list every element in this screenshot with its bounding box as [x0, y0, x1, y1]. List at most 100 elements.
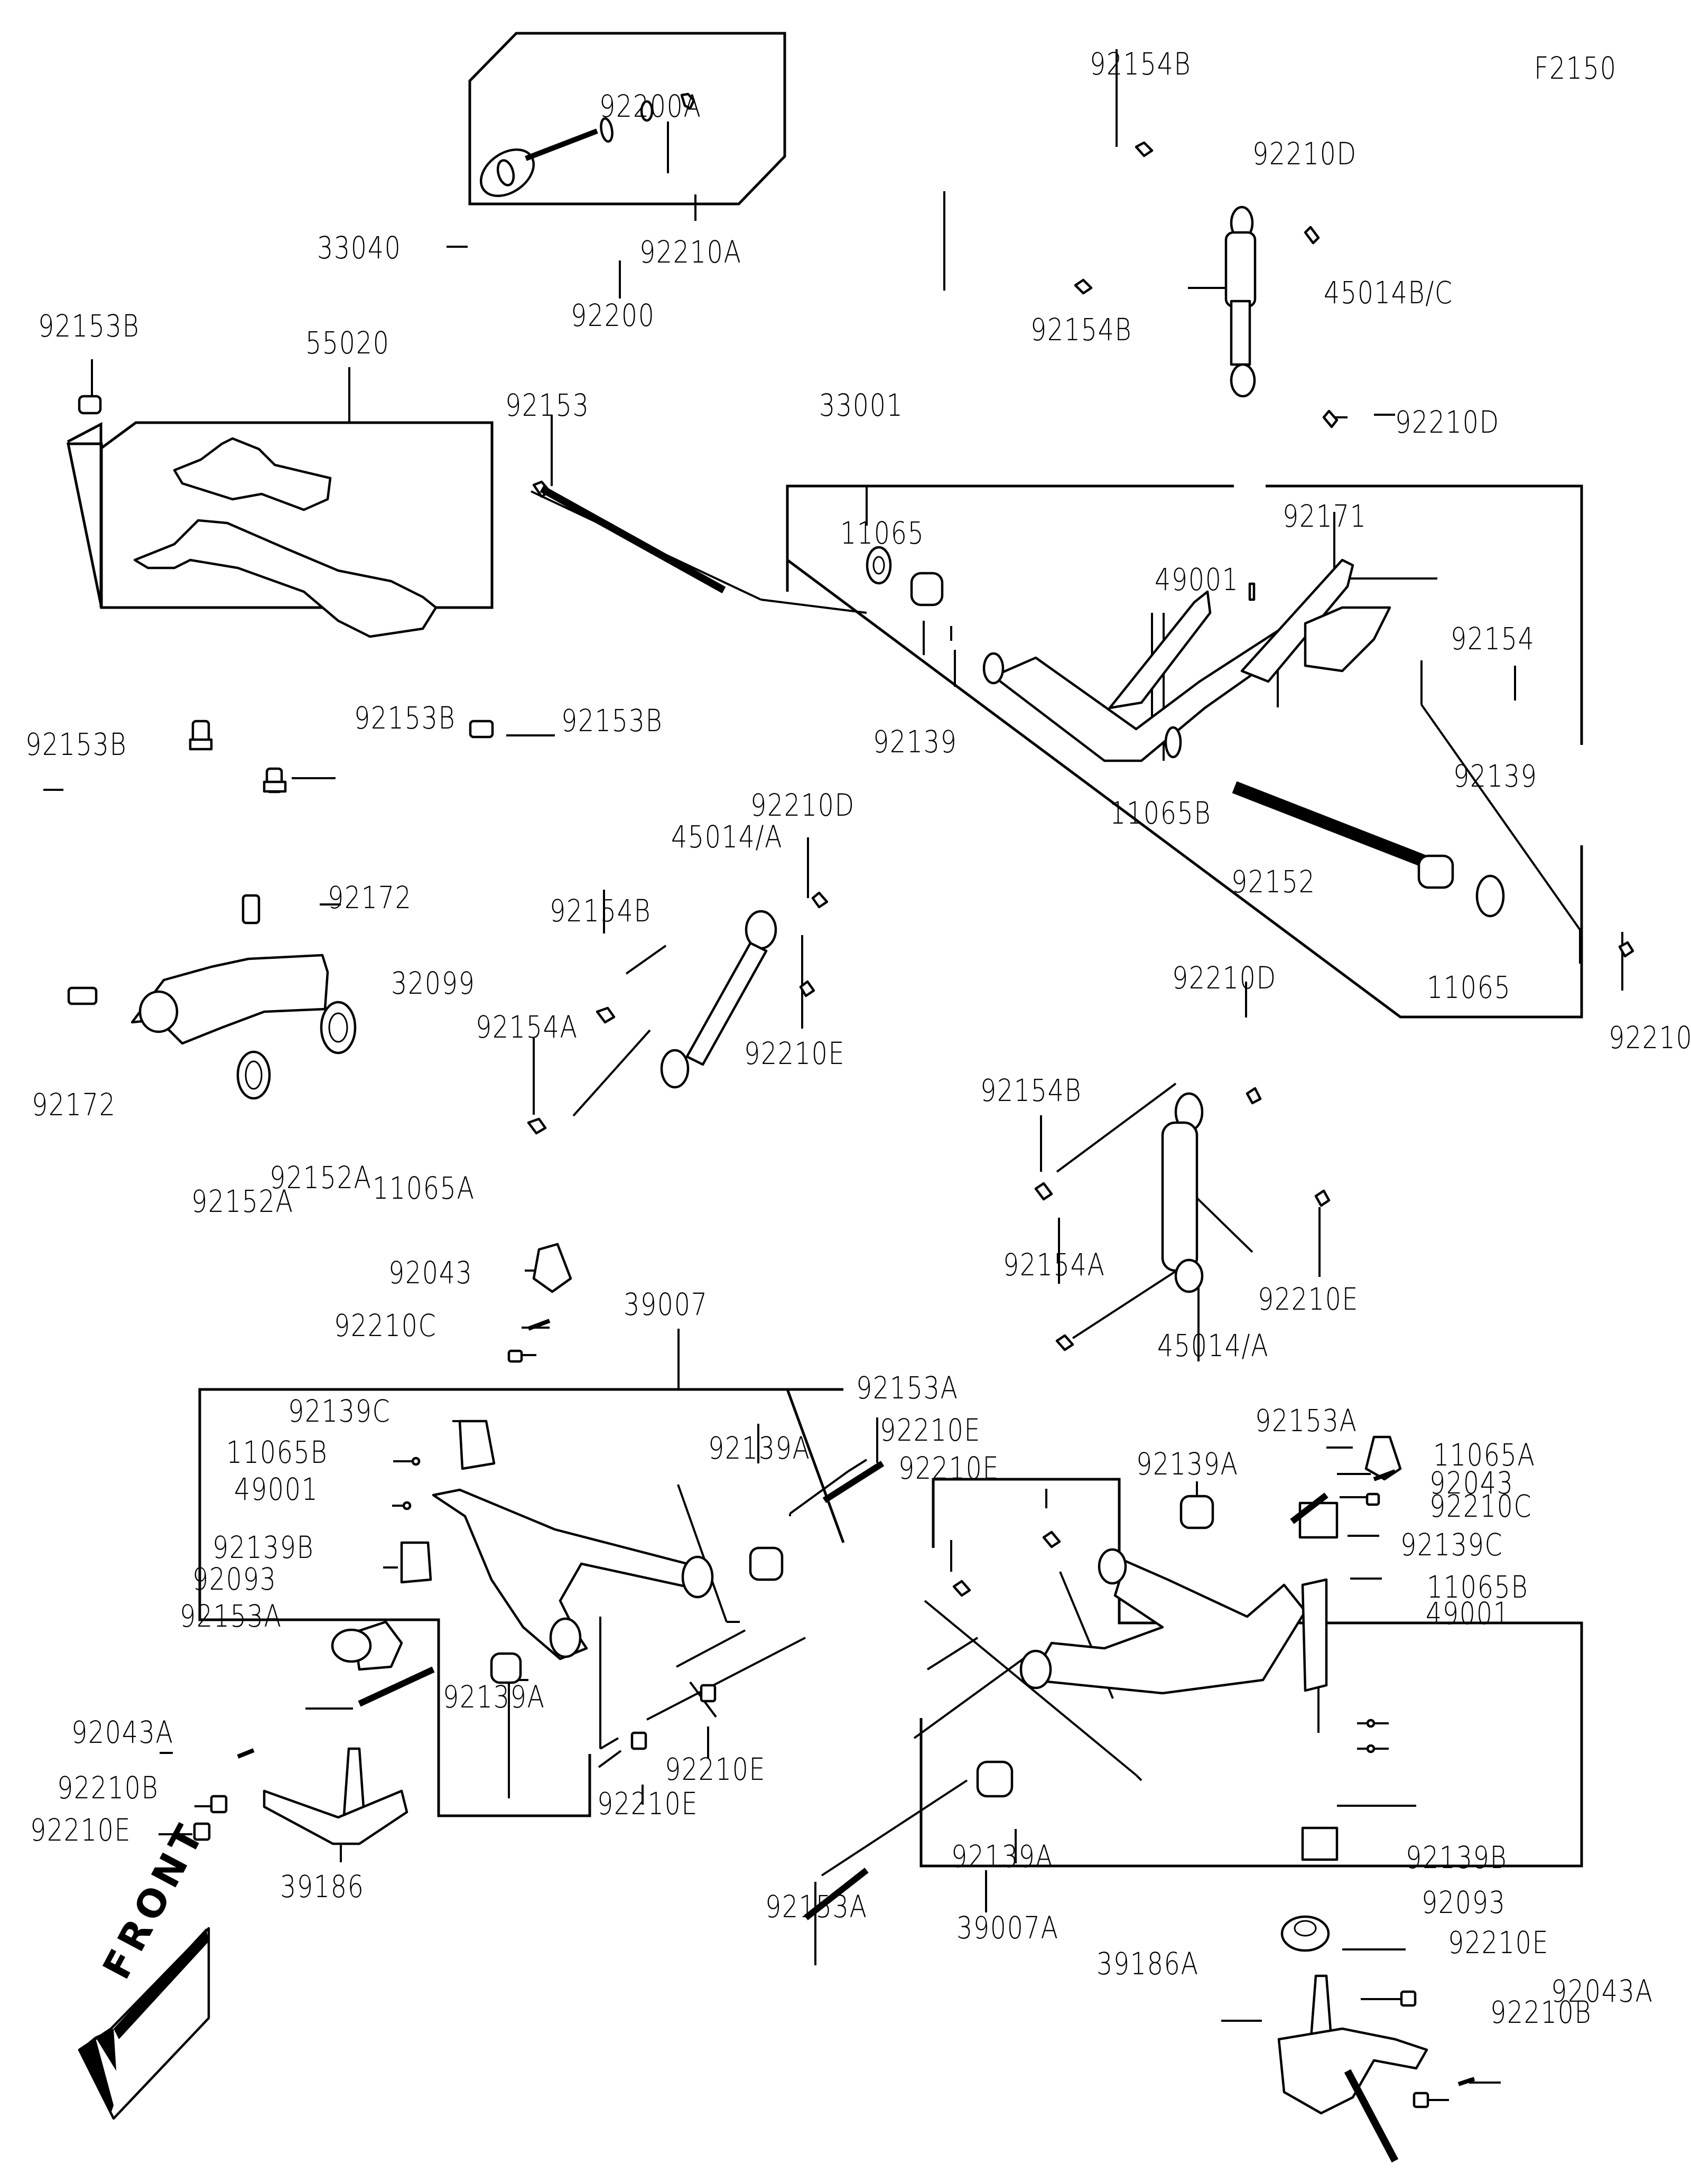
callout-92210b[interactable]: 92210B: [57, 1770, 159, 1806]
callout-92210c[interactable]: 92210C: [1429, 1488, 1532, 1524]
collar-92152a-1: [236, 1050, 271, 1100]
bolt-92153b-top: [78, 395, 102, 415]
callout-92210e[interactable]: 92210E: [665, 1751, 766, 1787]
callout-11065[interactable]: 11065: [1427, 969, 1511, 1005]
callout-39007[interactable]: 39007: [624, 1286, 708, 1322]
callout-92153a[interactable]: 92153A: [180, 1598, 282, 1634]
callout-11065b[interactable]: 11065B: [1427, 1569, 1529, 1605]
shock-45014a-right: [1034, 1087, 1331, 1351]
callout-92139a[interactable]: 92139A: [443, 1679, 545, 1715]
bolt-92172-b: [67, 986, 98, 1005]
callout-92139a[interactable]: 92139A: [1136, 1446, 1239, 1482]
callout-92210e[interactable]: 92210E: [744, 1035, 846, 1071]
cap-92093-left: [331, 1628, 372, 1663]
callout-92210d[interactable]: 92210D: [1252, 136, 1357, 172]
callout-92153b[interactable]: 92153B: [38, 308, 140, 344]
chain-guide-55020: [133, 437, 438, 638]
callout-92139[interactable]: 92139: [1453, 758, 1538, 794]
knuckle-39186a: [1277, 1974, 1428, 2163]
callout-39186[interactable]: 39186: [280, 1869, 365, 1905]
callout-33040[interactable]: 33040: [317, 230, 402, 266]
callout-92172[interactable]: 92172: [32, 1087, 116, 1123]
callout-92171[interactable]: 92171: [1283, 498, 1367, 534]
callout-92139c[interactable]: 92139C: [288, 1393, 391, 1429]
callout-11065b[interactable]: 11065B: [1110, 795, 1212, 831]
callout-92210e[interactable]: 92210E: [1258, 1281, 1359, 1317]
callout-11065a[interactable]: 11065A: [373, 1170, 475, 1206]
callout-92043[interactable]: 92043: [1429, 1465, 1514, 1501]
callout-92152[interactable]: 92152: [1231, 864, 1316, 900]
callout-92153a[interactable]: 92153A: [1255, 1403, 1358, 1439]
callout-92139a[interactable]: 92139A: [708, 1430, 811, 1466]
callout-92154a[interactable]: 92154A: [476, 1009, 578, 1045]
group-box-39007-frame: [198, 1388, 843, 1817]
group-box-33001: [786, 484, 1234, 592]
callout-92210d[interactable]: 92210D: [1172, 960, 1277, 996]
callout-49001[interactable]: 49001: [1155, 562, 1239, 598]
callout-92154[interactable]: 92154: [1451, 621, 1535, 657]
rear-shock-45014bc: [1074, 141, 1339, 428]
callout-92043a[interactable]: 92043A: [1551, 1973, 1653, 2009]
figure-id: F2150: [1534, 50, 1617, 86]
callout-92210d[interactable]: 92210D: [750, 787, 855, 823]
group-box-39007a: [919, 1478, 1583, 1868]
callout-92210a[interactable]: 92210A: [639, 234, 742, 270]
callout-92210e[interactable]: 92210E: [1448, 1925, 1549, 1961]
callout-92139b[interactable]: 92139B: [1406, 1840, 1508, 1875]
callout-45014b-c[interactable]: 45014B/C: [1324, 275, 1453, 311]
callout-92139[interactable]: 92139: [873, 724, 958, 760]
callout-49001[interactable]: 49001: [234, 1471, 319, 1507]
callout-92093[interactable]: 92093: [1421, 1884, 1506, 1920]
callout-55020[interactable]: 55020: [305, 325, 390, 361]
callout-39007a[interactable]: 39007A: [956, 1910, 1059, 1946]
callout-92153a[interactable]: 92153A: [856, 1370, 959, 1406]
callout-92043[interactable]: 92043: [388, 1255, 473, 1291]
callout-92139a[interactable]: 92139A: [951, 1838, 1054, 1874]
callout-92153b[interactable]: 92153B: [354, 700, 456, 736]
callout-45014-a[interactable]: 45014/A: [1157, 1328, 1269, 1364]
callout-92210d[interactable]: 92210D: [1395, 404, 1500, 440]
callout-92093[interactable]: 92093: [192, 1561, 277, 1597]
group-box-33001-bottom: [786, 558, 1583, 1019]
callout-11065[interactable]: 11065: [840, 515, 925, 551]
callout-45014-a[interactable]: 45014/A: [671, 819, 783, 855]
callout-92154a[interactable]: 92154A: [1003, 1247, 1105, 1283]
callout-92154b[interactable]: 92154B: [980, 1072, 1082, 1108]
group-box-33001-right: [1266, 484, 1583, 745]
knuckle-39186: [263, 1747, 408, 1845]
callout-11065b[interactable]: 11065B: [226, 1434, 328, 1470]
callout-32099[interactable]: 32099: [391, 965, 476, 1001]
callout-92210b[interactable]: 92210B: [1490, 1994, 1592, 2030]
callout-92153b[interactable]: 92153B: [561, 703, 663, 739]
callout-92210c[interactable]: 92210C: [334, 1308, 437, 1343]
callout-92200[interactable]: 92200: [571, 297, 655, 333]
callout-92152a[interactable]: 92152A: [191, 1183, 294, 1219]
callout-92153a[interactable]: 92153A: [765, 1889, 868, 1925]
callout-92172[interactable]: 92172: [328, 880, 412, 916]
callout-92152a[interactable]: 92152A: [270, 1160, 372, 1196]
callout-49001[interactable]: 49001: [1426, 1595, 1510, 1631]
callout-92210[interactable]: 92210: [1609, 1020, 1691, 1056]
callout-92154b[interactable]: 92154B: [1090, 46, 1192, 82]
callout-92210e[interactable]: 92210E: [898, 1450, 1000, 1486]
bolt-92172-a: [241, 894, 261, 925]
callout-92210e[interactable]: 92210E: [597, 1786, 699, 1822]
callout-92139c[interactable]: 92139C: [1400, 1527, 1503, 1563]
bolt-92153b-1: [189, 720, 213, 751]
callout-39186a[interactable]: 39186A: [1097, 1946, 1199, 1982]
callout-92210e[interactable]: 92210E: [30, 1812, 132, 1848]
callout-92043a[interactable]: 92043A: [71, 1714, 174, 1750]
upper-arm-39007: [352, 1420, 885, 1707]
callout-11065a[interactable]: 11065A: [1433, 1437, 1536, 1473]
callout-92200a[interactable]: 92200A: [599, 88, 702, 124]
callout-92210e[interactable]: 92210E: [880, 1412, 981, 1448]
callout-92154b[interactable]: 92154B: [550, 893, 652, 929]
callout-92139b[interactable]: 92139B: [212, 1529, 314, 1565]
pivot-shaft-92152: [1232, 781, 1634, 958]
callout-92153[interactable]: 92153: [505, 387, 590, 423]
caliper-bracket-32099: [131, 954, 329, 1045]
callout-92153b[interactable]: 92153B: [25, 726, 127, 762]
callout-33001[interactable]: 33001: [819, 387, 904, 423]
callout-92154b[interactable]: 92154B: [1030, 312, 1132, 348]
